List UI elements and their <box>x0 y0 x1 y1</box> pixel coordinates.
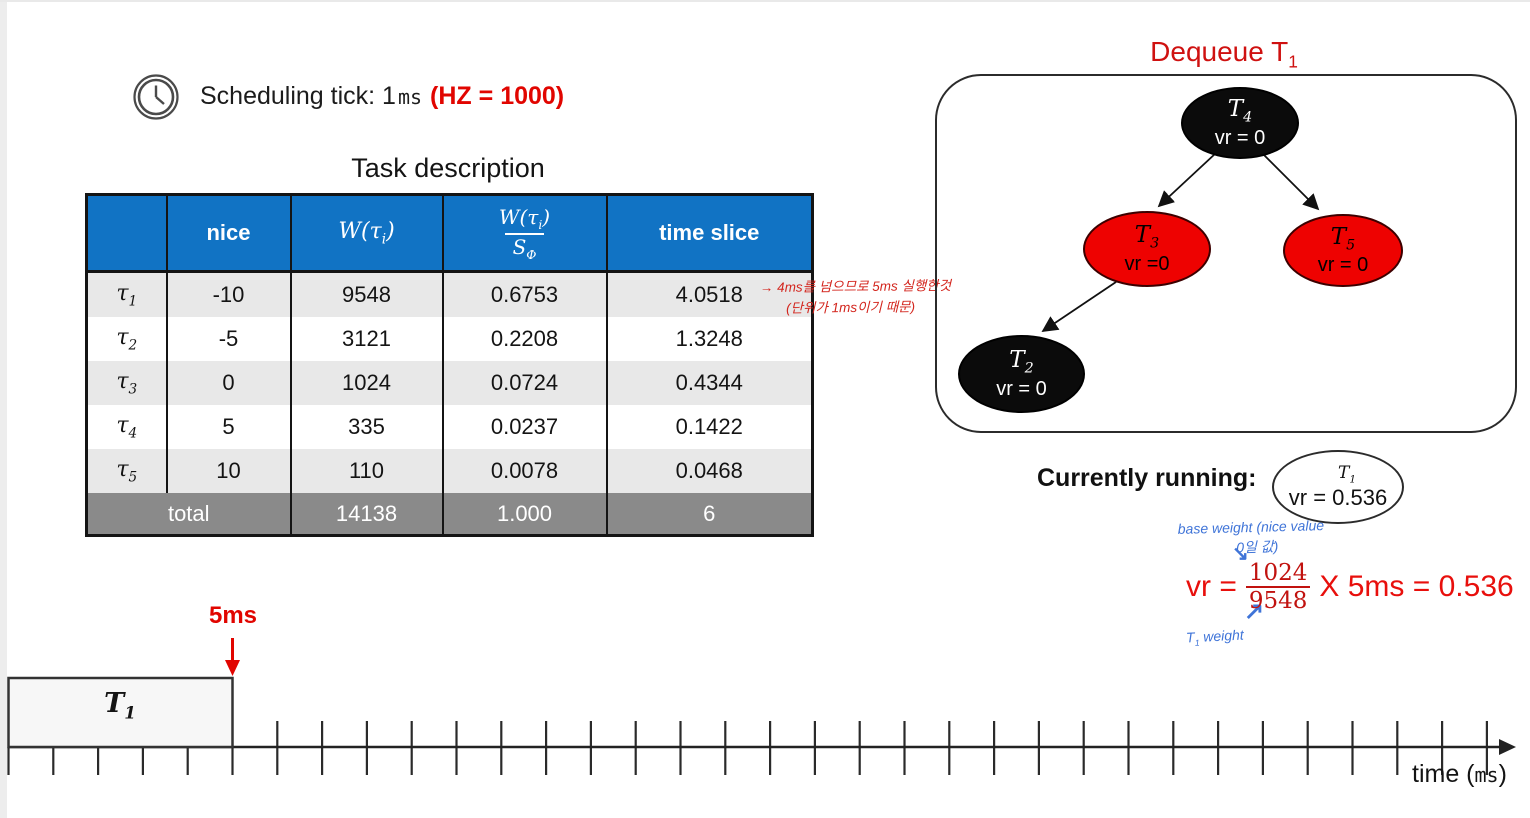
formula-denominator: 9548 <box>1245 585 1311 613</box>
axis-arrowhead-icon <box>1499 739 1516 755</box>
table-cell: 10 <box>165 449 291 493</box>
frac-denominator: SΦ <box>504 232 545 262</box>
table-cell: 0.1422 <box>605 405 813 449</box>
clock-icon <box>133 74 179 120</box>
table-cell: 0.6753 <box>441 271 607 317</box>
table-cell: 0.0724 <box>441 361 607 405</box>
tree-node-t3: T3 vr =0 <box>1083 211 1211 287</box>
table-cell: 0.0237 <box>441 405 607 449</box>
task-label-cell: τ2 <box>86 317 167 361</box>
task-label-cell: τ5 <box>86 449 167 493</box>
time-axis-label: time (ms) <box>1412 760 1507 788</box>
table-cell: 5 <box>165 405 291 449</box>
5ms-marker-label: 5ms <box>208 602 258 629</box>
blue-note-line2: 0일 값) <box>1236 537 1279 555</box>
formula-rhs: X 5ms = 0.536 <box>1319 570 1514 603</box>
blue-note-base-weight: base weight (nice value 0일 값) <box>1178 516 1325 559</box>
table-cell: 3121 <box>289 317 443 361</box>
table-cell: 335 <box>289 405 443 449</box>
running-task-ellipse: T1 vr = 0.536 <box>1272 450 1404 524</box>
table-cell: 4.0518 <box>605 271 813 317</box>
table-title: Task description <box>351 153 545 183</box>
table-total-row: total 14138 1.000 6 <box>86 493 813 536</box>
5ms-arrowhead-icon <box>225 660 240 676</box>
table-cell: 1024 <box>289 361 443 405</box>
timeline <box>7 638 1516 775</box>
slide-top-edge <box>0 0 1530 2</box>
table-cell: 1.3248 <box>605 317 813 361</box>
header-share-cell: W(τi) SΦ <box>441 194 607 273</box>
header-nice-cell: nice <box>165 194 291 273</box>
table-cell: 9548 <box>289 271 443 317</box>
formula-lhs: vr = <box>1186 570 1237 603</box>
scheduling-tick-text: Scheduling tick: 1 <box>200 82 396 110</box>
tree-node-t5: T5 vr = 0 <box>1283 214 1403 287</box>
blue-note-line1: base weight (nice value <box>1177 517 1325 537</box>
table-cell: 0.2208 <box>441 317 607 361</box>
total-slice-cell: 6 <box>605 493 813 536</box>
table-cell: -10 <box>165 271 291 317</box>
formula-fraction: 1024 9548 <box>1245 560 1311 613</box>
t1-execution-box <box>7 676 234 749</box>
tree-title: Dequeue T1 <box>1150 36 1298 72</box>
blue-arrow-up-icon: ↗ <box>1244 598 1265 625</box>
scheduling-tick-unit: ms <box>397 85 423 109</box>
red-note-line2: (단위가 1ms이기 때문) <box>786 299 916 316</box>
table-cell: -5 <box>165 317 291 361</box>
table-cell: 0.4344 <box>605 361 813 405</box>
blue-arrow-down-icon: ↘ <box>1232 543 1249 565</box>
vr-formula: vr = 1024 9548 X 5ms = 0.536 <box>1186 556 1514 618</box>
table-cell: 0.0468 <box>605 449 813 493</box>
red-handwritten-note: → 4ms를 넘으므로 5ms 실행한것 (단위가 1ms이기 때문) <box>760 276 952 320</box>
total-share-cell: 1.000 <box>441 493 607 536</box>
slide-left-edge <box>0 0 7 818</box>
task-label-cell: τ3 <box>86 361 167 405</box>
weight-sub: i <box>381 231 387 248</box>
red-note-line1: → 4ms를 넘으므로 5ms 실행한것 <box>759 277 952 296</box>
rbtree-panel <box>935 74 1517 433</box>
weight-close: ) <box>386 219 395 245</box>
table-header-row: nice W(τi) W(τi) SΦ time slice <box>86 194 813 273</box>
hz-note: (HZ = 1000) <box>430 82 565 110</box>
header-weight-cell: W(τi) <box>289 194 443 273</box>
frac-numerator: W(τi) <box>498 205 551 233</box>
total-weight-cell: 14138 <box>289 493 443 536</box>
header-task-cell <box>86 194 167 273</box>
total-label-cell: total <box>86 493 291 536</box>
tree-node-t4: T4 vr = 0 <box>1181 87 1299 159</box>
tree-node-t2: T2 vr = 0 <box>958 335 1085 413</box>
task-label-cell: τ4 <box>86 405 167 449</box>
weight-label: W(τ <box>338 219 382 245</box>
table-cell: 0 <box>165 361 291 405</box>
currently-running-label: Currently running: <box>1037 464 1257 492</box>
table-cell: 110 <box>289 449 443 493</box>
task-label-cell: τ1 <box>86 271 167 317</box>
table-cell: 0.0078 <box>441 449 607 493</box>
header-timeslice-cell: time slice <box>605 194 813 273</box>
timeline-box-label: T1 <box>104 688 136 723</box>
formula-numerator: 1024 <box>1248 560 1308 587</box>
